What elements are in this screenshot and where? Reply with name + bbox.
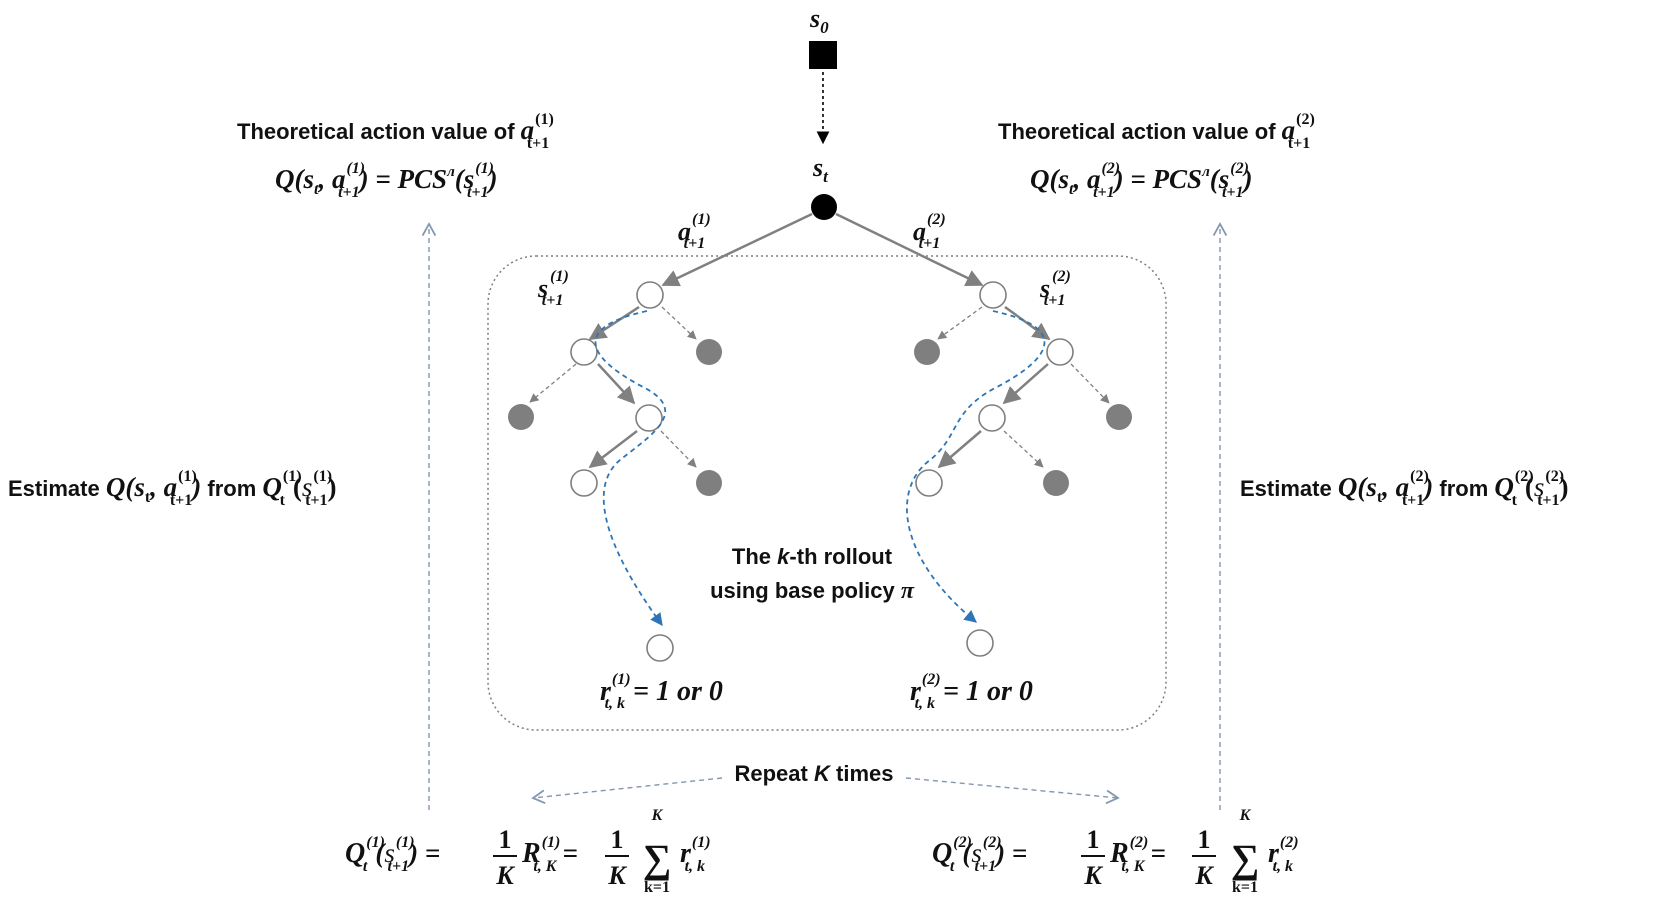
tree-node <box>1046 338 1074 366</box>
rollout-end-node-right <box>966 629 994 657</box>
tree-node-terminal <box>1106 404 1132 430</box>
svg-text:K: K <box>1194 861 1214 890</box>
tree-node-terminal <box>696 470 722 496</box>
svg-text:∑: ∑ <box>1231 836 1260 881</box>
left-equation: Q(st, a(1)t+1) = PCSл(s(1)t+1) <box>275 160 498 201</box>
tree-node-terminal <box>1043 470 1069 496</box>
rollout-path-right <box>906 310 1046 623</box>
svg-text:1: 1 <box>611 825 624 854</box>
tree-node-terminal <box>508 404 534 430</box>
svg-text:k=1: k=1 <box>1232 879 1258 896</box>
svg-text:R(2)t, K=: R(2)t, K= <box>1109 834 1166 875</box>
rollout-caption-line1: The k-th rollout <box>732 544 893 569</box>
svg-text:K: K <box>607 861 627 890</box>
current-state-label: st <box>812 153 829 186</box>
action-label-right: a(2)t+1 <box>913 211 946 252</box>
child-state-label-right: s(2)t+1 <box>1039 268 1071 309</box>
svg-text:K: K <box>651 807 664 824</box>
rollout-caption-line2: using base policy π <box>710 578 915 604</box>
repeat-arrow-right <box>905 777 1120 805</box>
tree-node <box>570 469 598 497</box>
right-equation: Q(st, a(2)t+1) = PCSл(s(2)t+1) <box>1030 160 1253 201</box>
svg-text:R(1)t, K=: R(1)t, K= <box>521 834 578 875</box>
child-state-label-left: s(1)t+1 <box>537 268 569 309</box>
right-formula: Q(2)t(s(2)t+1) = 1 K R(2)t, K= 1 K K ∑ k… <box>932 807 1299 896</box>
left-estimate: Estimate Q(st, a(1)t+1) from Q(1)t(s(1)t… <box>8 468 337 509</box>
tree-node-terminal <box>914 339 940 365</box>
reward-label-right: r(2)t, k= 1 or 0 <box>910 671 1033 712</box>
repeat-arrow-left <box>531 777 723 804</box>
right-estimate: Estimate Q(st, a(2)t+1) from Q(2)t(s(2)t… <box>1240 468 1569 509</box>
svg-text:∑: ∑ <box>643 836 672 881</box>
svg-text:Q(1)t(s(1)t+1) =: Q(1)t(s(1)t+1) = <box>345 834 440 875</box>
rollout-box <box>487 255 1167 731</box>
edge-st-left <box>661 212 813 287</box>
tree-node <box>636 281 664 309</box>
svg-text:1: 1 <box>499 825 512 854</box>
svg-text:k=1: k=1 <box>644 879 670 896</box>
right-tree <box>906 281 1132 657</box>
repeat-label: Repeat K times <box>735 761 894 786</box>
edge-st-right <box>835 212 984 287</box>
tree-node <box>979 281 1007 309</box>
left-formula: Q(1)t(s(1)t+1) = 1 K R(1)t, K= 1 K K ∑ k… <box>345 807 711 896</box>
rollout-path-left <box>594 310 667 627</box>
action-label-left: a(1)t+1 <box>678 211 711 252</box>
svg-text:1: 1 <box>1198 825 1211 854</box>
svg-text:K: K <box>1239 807 1252 824</box>
right-title: Theoretical action value of a(2)t+1 <box>998 111 1315 152</box>
svg-text:Q(2)t(s(2)t+1) =: Q(2)t(s(2)t+1) = <box>932 834 1027 875</box>
current-state-node <box>811 194 837 220</box>
left-tree <box>508 281 722 662</box>
tree-node-terminal <box>696 339 722 365</box>
initial-state-label: s0 <box>809 4 829 37</box>
tree-node <box>978 404 1006 432</box>
left-title: Theoretical action value of a(1)t+1 <box>237 111 554 152</box>
rollout-end-node-left <box>646 634 674 662</box>
tree-node <box>635 404 663 432</box>
svg-text:r(2)t, k: r(2)t, k <box>1268 834 1299 875</box>
tree-node <box>570 338 598 366</box>
reward-label-left: r(1)t, k= 1 or 0 <box>600 671 723 712</box>
initial-state-node <box>809 41 837 69</box>
svg-text:K: K <box>495 861 515 890</box>
svg-text:1: 1 <box>1087 825 1100 854</box>
svg-text:K: K <box>1083 861 1103 890</box>
tree-node <box>915 469 943 497</box>
svg-text:r(1)t, k: r(1)t, k <box>680 834 711 875</box>
